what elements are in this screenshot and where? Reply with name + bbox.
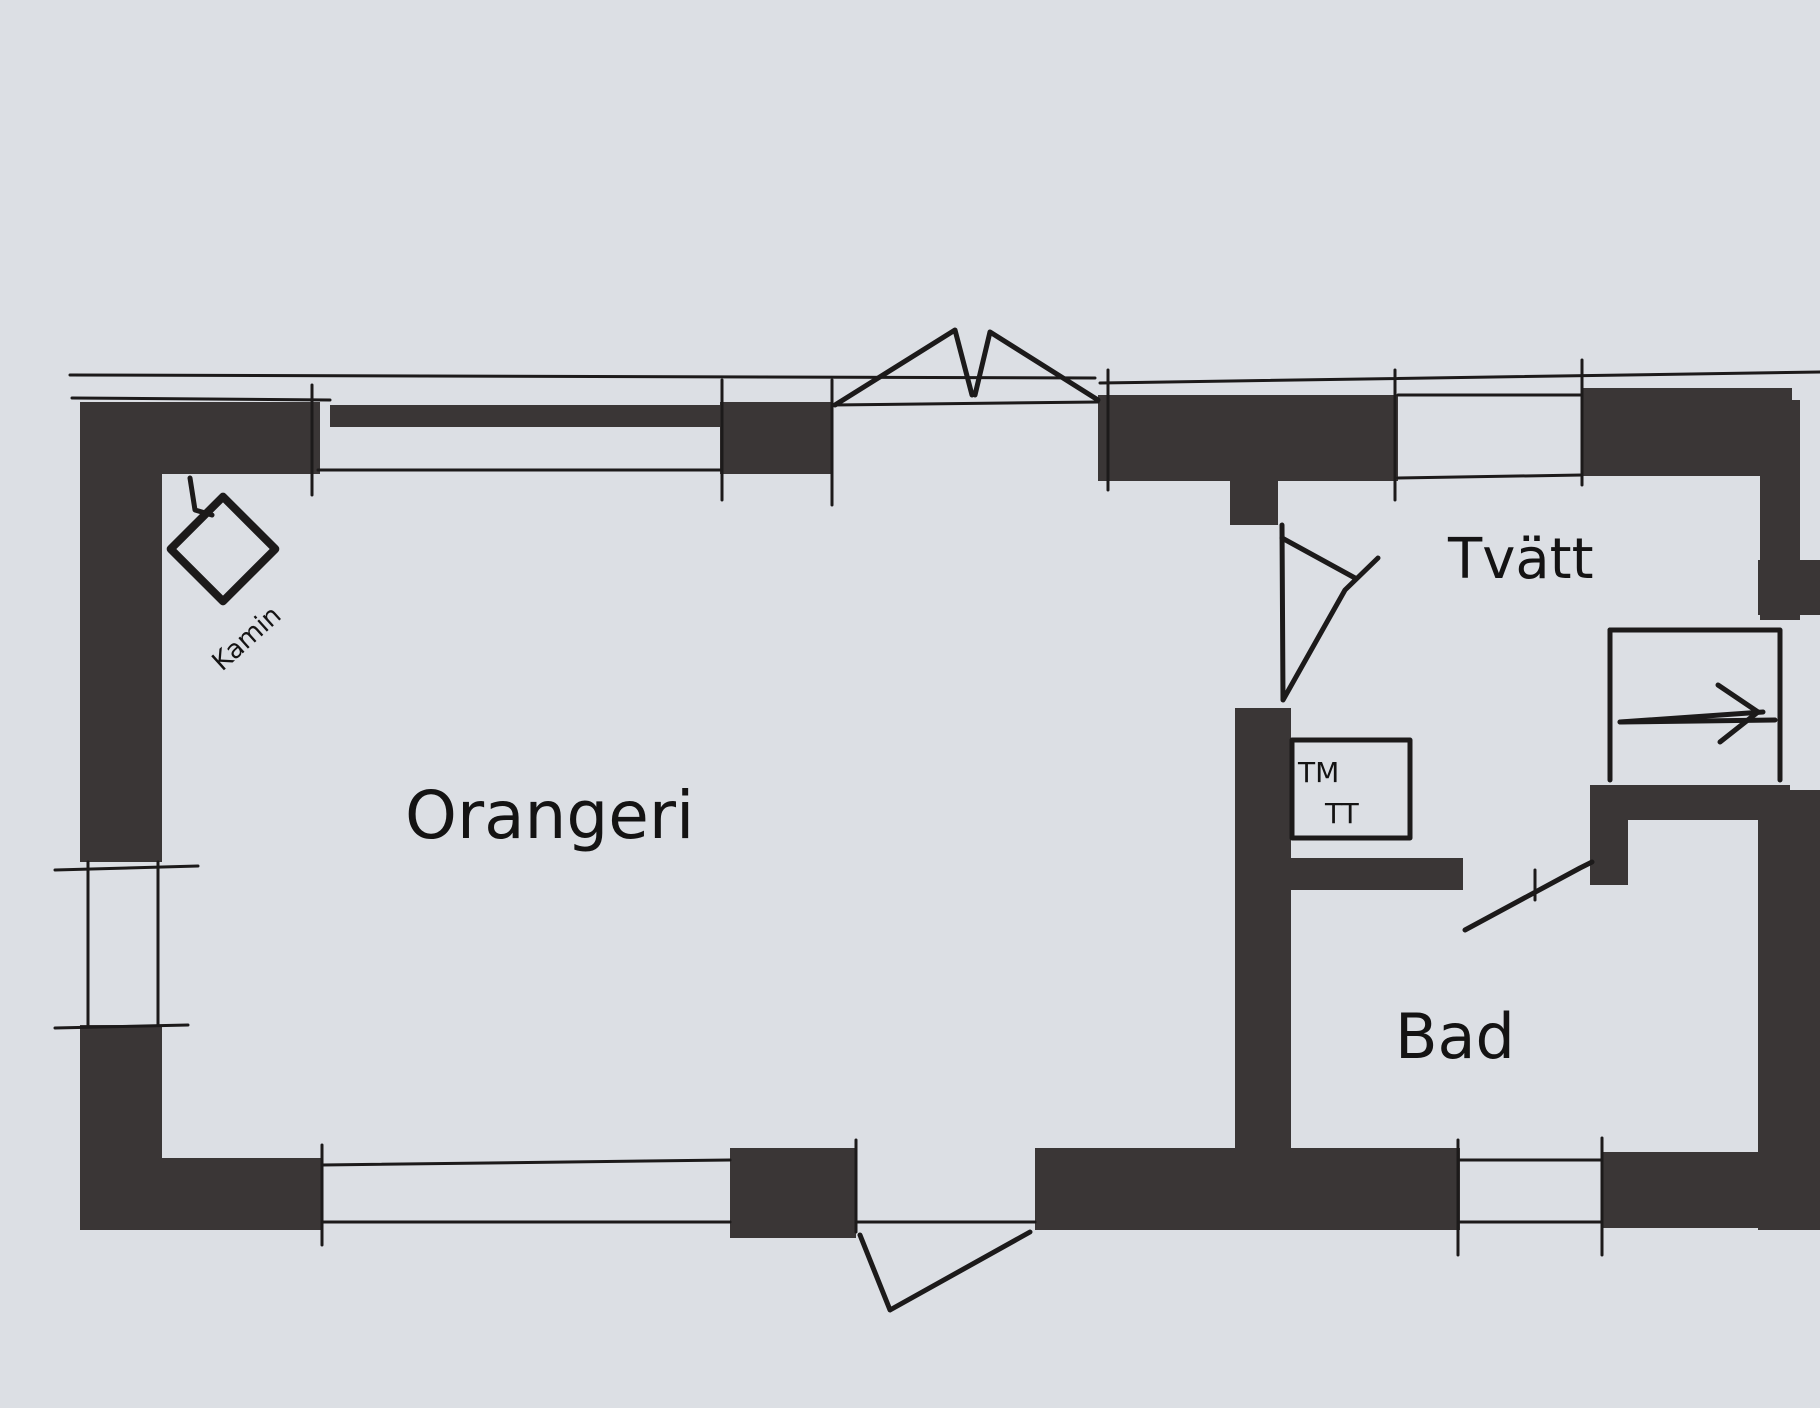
stair [1607, 627, 1783, 783]
exterior-walls [80, 388, 1820, 1238]
north-wall-west [80, 402, 320, 474]
kamin-stove: Kamin [166, 475, 288, 677]
north-wall-stub [1230, 470, 1278, 525]
south-wall-mid [1035, 1148, 1460, 1230]
stair-arrow-icon [1715, 682, 1761, 745]
tvatt-door [1279, 522, 1381, 703]
room-label-tvatt: Tvätt [1447, 527, 1594, 592]
interior-walls [1235, 708, 1790, 1153]
bad-door [1462, 859, 1595, 933]
tm-label: TM [1297, 756, 1339, 789]
washer-dryer: TM TT [1289, 737, 1413, 841]
north-door-leaf-left [832, 327, 975, 408]
north-wall-east [1582, 388, 1792, 476]
north-door-leaf-right [972, 329, 1101, 403]
south-wall-east [1602, 1152, 1820, 1228]
south-door [857, 1229, 1033, 1313]
west-wall-upper [80, 402, 162, 862]
tt-label: TT [1324, 797, 1360, 830]
bad-corner-stub [1590, 785, 1628, 885]
room-labels: Orangeri Tvätt Bad [405, 527, 1594, 1073]
doors [832, 327, 1595, 1313]
orangeri-partition-wall [1235, 708, 1291, 1153]
stove-icon [166, 492, 280, 606]
south-wall-west [80, 1158, 322, 1230]
room-label-bad: Bad [1395, 1000, 1515, 1073]
north-wall-mid [1098, 395, 1398, 481]
windows [53, 358, 1820, 1257]
south-wall-pier [730, 1148, 856, 1238]
room-label-orangeri: Orangeri [405, 777, 694, 854]
kamin-label: Kamin [207, 600, 288, 677]
bad-tvatt-partition [1285, 858, 1463, 890]
east-wall-return [1758, 560, 1820, 615]
north-wall-pier [720, 402, 832, 474]
north-wall-thin [330, 405, 720, 427]
